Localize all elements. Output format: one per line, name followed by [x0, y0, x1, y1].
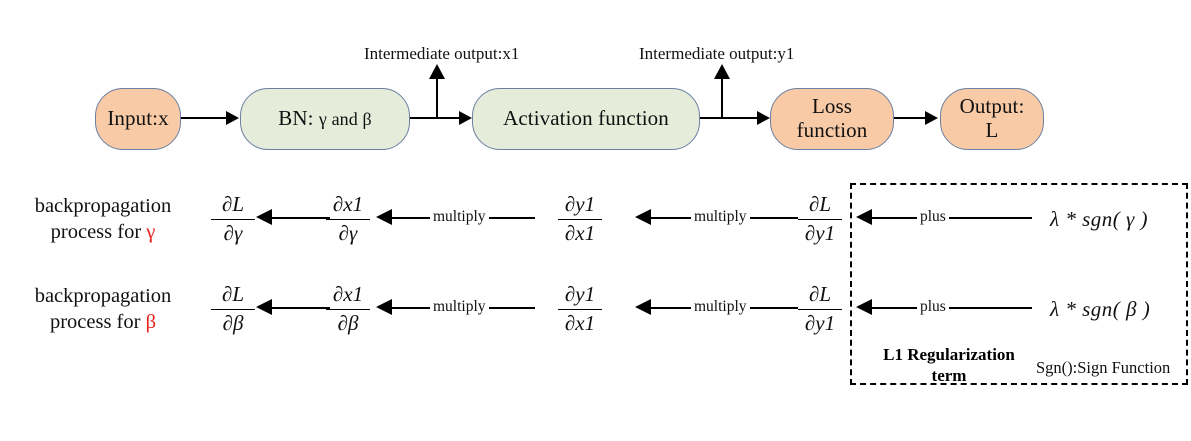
fraction-dL-dbeta: ∂L ∂β — [198, 282, 268, 336]
flow-node-activation: Activation function — [472, 88, 700, 150]
edge-g1-line — [272, 217, 330, 219]
fraction-dL-dgamma: ∂L ∂γ — [198, 192, 268, 246]
flow-node-input-label: Input:x — [107, 106, 169, 131]
edge-loss-to-output — [894, 117, 928, 120]
fraction-dL-dgamma-den: ∂γ — [223, 221, 243, 246]
arrowhead-bn-to-activation — [459, 111, 472, 125]
l1-regularization-box — [850, 183, 1188, 385]
flow-node-output-label: Output: L — [960, 95, 1025, 142]
fraction-bar — [326, 218, 370, 221]
edge-plus-gamma-line — [872, 217, 1032, 219]
arrowhead-plus-beta — [856, 299, 872, 315]
arrowhead-b1 — [256, 299, 272, 315]
fraction-dy1-dx1-den: ∂x1 — [564, 221, 596, 246]
flow-node-loss: Loss function — [770, 88, 894, 150]
flow-node-bn: BN: γ and β — [240, 88, 410, 150]
branch-label-y1: Intermediate output:y1 — [639, 44, 795, 63]
arrowhead-branch-x1 — [429, 64, 445, 79]
arrowhead-input-to-bn — [226, 111, 239, 125]
l1-regularization-term-label: L1 Regularization term — [864, 344, 1034, 387]
arrowhead-branch-y1 — [714, 64, 730, 79]
backprop-label-gamma-line1: backpropagation — [34, 195, 172, 217]
fraction-dL-dbeta-den: ∂β — [222, 311, 244, 336]
fraction-dL-dy1-num: ∂L — [808, 282, 832, 306]
branch-stem-y1 — [721, 78, 724, 119]
arrowhead-loss-to-output — [925, 111, 938, 125]
fraction-dL-dy1-den: ∂y1 — [804, 221, 836, 246]
edge-word-b3: multiply — [691, 298, 750, 316]
arrowhead-g3 — [635, 209, 651, 225]
edge-input-to-bn — [181, 117, 227, 120]
edge-word-g3: multiply — [691, 208, 750, 226]
backprop-label-beta-line1: backpropagation — [34, 285, 172, 307]
edge-word-g2: multiply — [430, 208, 489, 226]
backprop-label-gamma: backpropagation process for γ — [0, 193, 208, 245]
fraction-dL-dbeta-num: ∂L — [221, 282, 245, 306]
fraction-dx1-dbeta-den: ∂β — [337, 311, 359, 336]
fraction-dL-dy1-beta: ∂L ∂y1 — [785, 282, 855, 336]
backprop-label-beta-line2: process for — [49, 311, 146, 334]
fraction-dL-dy1-gamma: ∂L ∂y1 — [785, 192, 855, 246]
fraction-dy1-dx1-den: ∂x1 — [564, 311, 596, 336]
flow-node-activation-label: Activation function — [503, 106, 669, 131]
reg-expression-gamma: λ * sgn( γ ) — [1050, 207, 1149, 231]
fraction-bar — [211, 308, 255, 311]
edge-plus-beta-line — [872, 307, 1032, 309]
fraction-dx1-dgamma: ∂x1 ∂γ — [313, 192, 383, 246]
fraction-bar — [798, 218, 842, 221]
backprop-symbol-beta: β — [145, 311, 157, 334]
arrowhead-b2 — [376, 299, 392, 315]
l1-term-line2: term — [931, 366, 967, 386]
flow-node-loss-line1: Loss — [811, 94, 853, 119]
flow-node-bn-label: BN: γ and β — [278, 106, 372, 131]
fraction-dy1-dx1-gamma: ∂y1 ∂x1 — [545, 192, 615, 246]
backprop-symbol-gamma: γ — [146, 221, 156, 244]
edge-activation-to-loss — [700, 117, 760, 120]
branch-label-x1: Intermediate output:x1 — [364, 44, 520, 63]
edge-word-plus-gamma: plus — [917, 208, 949, 226]
fraction-dy1-dx1-num: ∂y1 — [564, 282, 596, 306]
flow-node-bn-params: γ and β — [318, 109, 372, 130]
arrowhead-g1 — [256, 209, 272, 225]
flow-node-input: Input:x — [95, 88, 181, 150]
arrowhead-plus-gamma — [856, 209, 872, 225]
arrowhead-g2 — [376, 209, 392, 225]
fraction-dx1-dgamma-num: ∂x1 — [332, 192, 364, 216]
fraction-dy1-dx1-beta: ∂y1 ∂x1 — [545, 282, 615, 336]
flow-node-output-line1: Output: — [959, 94, 1025, 119]
edge-b1-line — [272, 307, 330, 309]
flow-node-loss-line2: function — [796, 118, 868, 142]
fraction-bar — [798, 308, 842, 311]
flow-node-loss-label: Loss function — [797, 95, 868, 142]
branch-stem-x1 — [436, 78, 439, 119]
fraction-bar — [326, 308, 370, 311]
fraction-dy1-dx1-num: ∂y1 — [564, 192, 596, 216]
sign-function-note: Sgn():Sign Function — [1036, 358, 1171, 377]
backprop-label-beta: backpropagation process for β — [0, 283, 208, 335]
fraction-bar — [558, 218, 602, 221]
flow-node-output: Output: L — [940, 88, 1044, 150]
fraction-bar — [558, 308, 602, 311]
fraction-bar — [211, 218, 255, 221]
arrowhead-b3 — [635, 299, 651, 315]
flow-node-output-line2: L — [985, 118, 999, 142]
fraction-dL-dy1-num: ∂L — [808, 192, 832, 216]
fraction-dL-dgamma-num: ∂L — [221, 192, 245, 216]
l1-term-line1: L1 Regularization — [883, 345, 1015, 364]
edge-word-plus-beta: plus — [917, 298, 949, 316]
arrowhead-activation-to-loss — [757, 111, 770, 125]
edge-word-b2: multiply — [430, 298, 489, 316]
fraction-dx1-dbeta: ∂x1 ∂β — [313, 282, 383, 336]
backprop-label-gamma-line2: process for — [50, 221, 147, 244]
fraction-dL-dy1-den: ∂y1 — [804, 311, 836, 336]
reg-expression-beta: λ * sgn( β ) — [1050, 297, 1151, 321]
fraction-dx1-dgamma-den: ∂γ — [338, 221, 358, 246]
fraction-dx1-dbeta-num: ∂x1 — [332, 282, 364, 306]
